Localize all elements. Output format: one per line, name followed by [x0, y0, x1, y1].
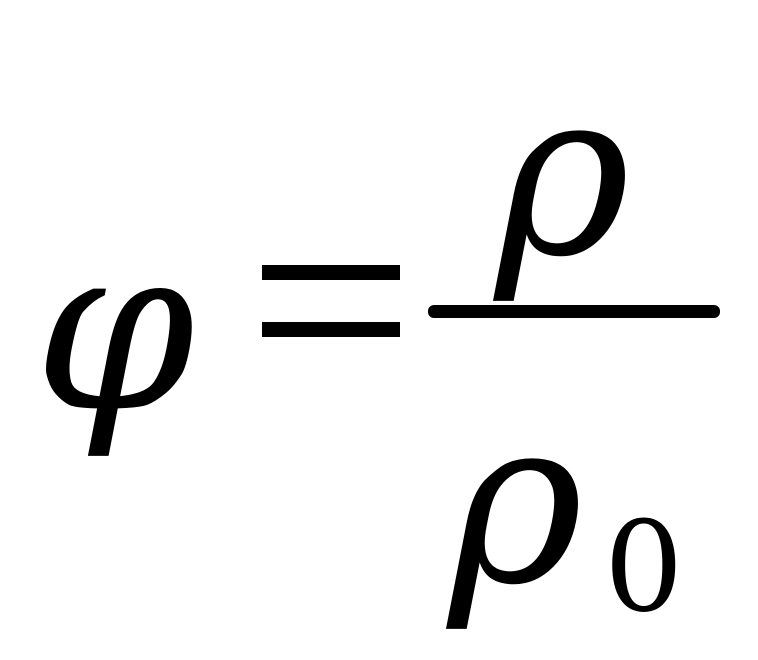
fraction-bar: [428, 305, 720, 318]
equals-bar-top: [262, 265, 400, 280]
equals-sign: [262, 262, 402, 342]
fraction-numerator: ρ: [495, 41, 631, 308]
formula-lhs-phi: φ: [34, 196, 196, 463]
equals-bar-bottom: [262, 322, 400, 337]
denominator-subscript: 0: [604, 495, 684, 640]
fraction-denominator: ρ: [448, 369, 584, 636]
